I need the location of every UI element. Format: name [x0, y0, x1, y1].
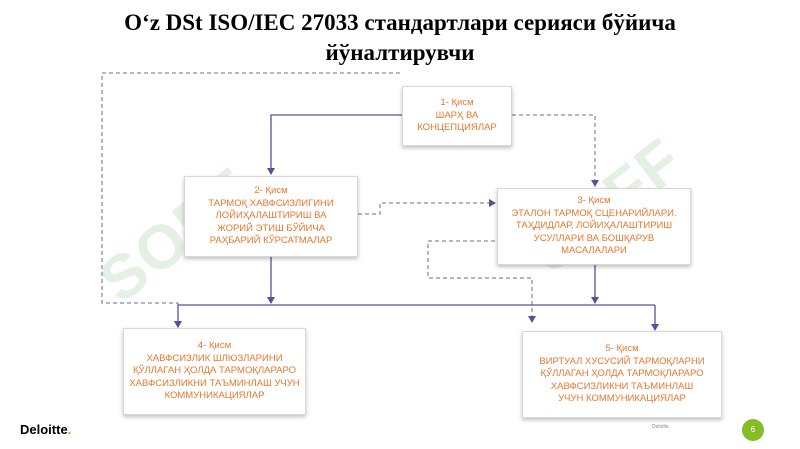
box-part-3-number: 3- Қисм	[577, 195, 611, 207]
box-part-4: 4- Қисм ХАВФСИЗЛИК ШЛЮЗЛАРИНИ ҚЎЛЛАГАН Ҳ…	[123, 328, 306, 415]
box-part-5-line: УЧУН КОММУНИКАЦИЯЛАР	[558, 393, 686, 405]
box-part-2: 2- Қисм ТАРМОҚ ХАВФСИЗЛИГИНИ ЛОЙИҲАЛАШТИ…	[184, 176, 358, 257]
dashed-3-to-5	[427, 240, 536, 323]
dashed-2-to-3	[358, 199, 496, 215]
box-part-3-line: МАСАЛАЛАРИ	[561, 245, 627, 257]
box-part-5-line: ҚЎЛЛАГАН ҲОЛДА ТАРМОҚЛАРАРО	[540, 368, 704, 380]
deloitte-logo-text: Deloitte	[20, 422, 68, 437]
box-part-3: 3- Қисм ЭТАЛОН ТАРМОҚ СЦЕНАРИЙЛАРИ. ТАҲД…	[497, 188, 691, 265]
box-part-1-line: КОНЦЕПЦИЯЛАР	[417, 122, 497, 134]
box-part-4-line: ҚЎЛЛАГАН ҲОЛДА ТАРМОҚЛАРАРО	[133, 365, 296, 377]
deloitte-logo: Deloitte.	[20, 422, 71, 437]
box-part-2-line: ЛОЙИҲАЛАШТИРИШ ВА	[215, 210, 327, 222]
page-number: 6	[742, 419, 764, 441]
box-part-3-line: ТАҲДИДЛАР, ЛОЙИҲАЛАШТИРИШ	[515, 220, 673, 232]
box-part-4-line: ХАВФСИЗЛИКНИ ТАЪМИНЛАШ УЧУН	[129, 377, 300, 389]
box-part-1-line: ШАРҲ ВА	[435, 109, 479, 121]
dashed-1-to-3	[512, 114, 599, 187]
slide-title: O‘z DSt ISO/IEC 27033 стандартлари серия…	[0, 8, 800, 68]
box-part-4-line: ХАВФСИЗЛИК ШЛЮЗЛАРИНИ	[146, 352, 283, 364]
box-part-2-number: 2- Қисм	[254, 185, 288, 197]
box-part-2-line: ТАРМОҚ ХАВФСИЗЛИГИНИ	[208, 197, 334, 209]
box-part-5-line: ХАВФСИЗЛИКНИ ТАЪМИНЛАШ	[550, 380, 694, 392]
box-part-3-line: ЭТАЛОН ТАРМОҚ СЦЕНАРИЙЛАРИ.	[511, 207, 677, 219]
box-part-1-number: 1- Қисм	[440, 97, 474, 109]
box-part-2-line: РАҲБАРИЙ КЎРСАТМАЛАР	[209, 235, 333, 247]
slide-title-line1: O‘z DSt ISO/IEC 27033 стандартлари серия…	[124, 10, 676, 35]
box-part-1: 1- Қисм ШАРҲ ВА КОНЦЕПЦИЯЛАР	[402, 86, 512, 146]
slide-title-line2: йўналтирувчи	[325, 40, 475, 65]
arrow-1-to-2	[267, 114, 402, 175]
box-part-4-line: КОММУНИКАЦИЯЛАР	[164, 390, 265, 402]
box-part-4-number: 4- Қисм	[197, 340, 232, 352]
box-part-5-number: 5- Қисм	[605, 343, 639, 355]
box-part-5-line: ВИРТУАЛ ХУСУСИЙ ТАРМОҚЛАРНИ	[539, 355, 705, 367]
box-part-3-line: УСУЛЛАРИ ВА БОШҚАРУВ	[533, 232, 655, 244]
box-part-5: 5- Қисм ВИРТУАЛ ХУСУСИЙ ТАРМОҚЛАРНИ ҚЎЛЛ…	[522, 331, 722, 418]
deloitte-logo-dot: .	[67, 422, 72, 437]
footer-small-text: Deloitte	[652, 424, 669, 430]
box-part-2-line: ЖОРИЙ ЭТИШ БЎЙИЧА	[217, 222, 325, 234]
